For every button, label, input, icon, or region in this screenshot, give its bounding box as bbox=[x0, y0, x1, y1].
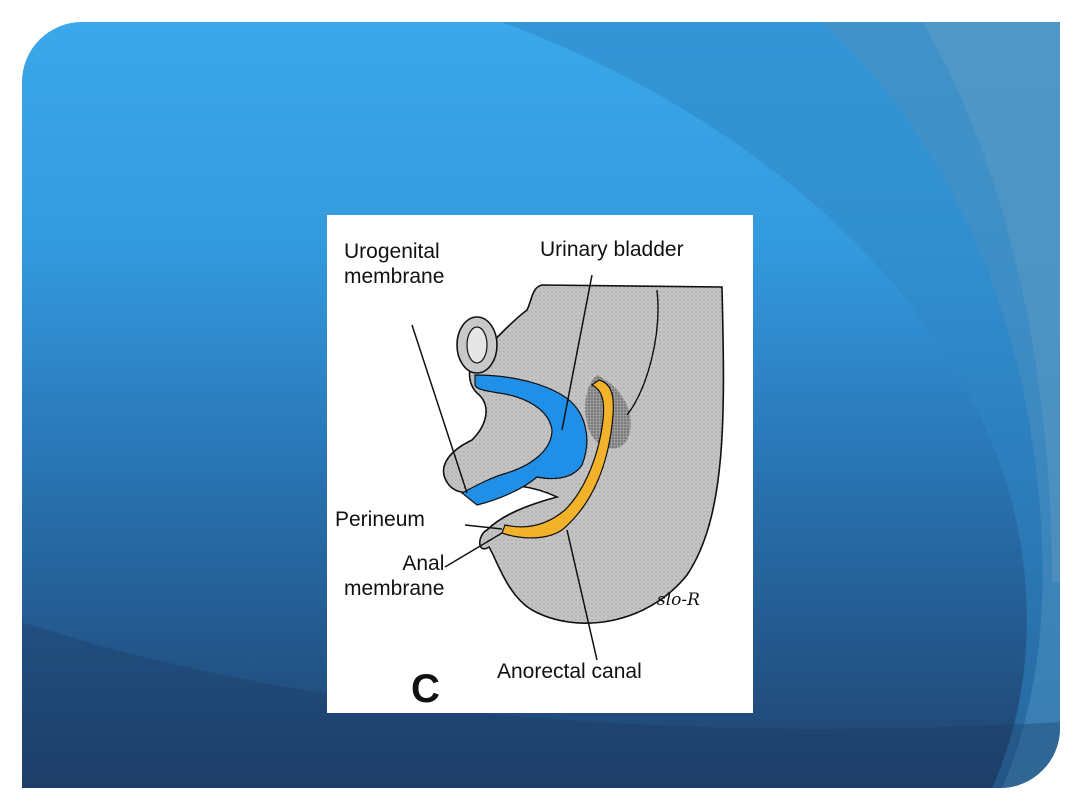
slide: Urogenital membrane Urinary bladder Peri… bbox=[22, 22, 1060, 788]
label-anal-membrane: Anal membrane bbox=[344, 552, 445, 600]
anorectal-canal bbox=[501, 379, 614, 539]
leader-perineum bbox=[464, 524, 503, 530]
embryo-cloaca-figure: Urogenital membrane Urinary bladder Peri… bbox=[327, 215, 753, 713]
leader-anal bbox=[444, 532, 503, 568]
slide-background-waves bbox=[22, 22, 1060, 788]
label-urinary-bladder: Urinary bladder bbox=[540, 238, 684, 261]
leader-bladder bbox=[561, 274, 593, 431]
label-anorectal-canal: Anorectal canal bbox=[497, 660, 642, 683]
artist-signature: slo-R bbox=[657, 590, 700, 610]
urogenital-sinus bbox=[460, 374, 588, 506]
leader-urogenital bbox=[411, 324, 468, 494]
panel-letter: C bbox=[411, 667, 440, 711]
label-urogenital-membrane: Urogenital membrane bbox=[344, 240, 445, 288]
embryo-illustration bbox=[411, 274, 725, 661]
leader-anorectal bbox=[566, 529, 598, 661]
label-perineum: Perineum bbox=[335, 508, 425, 531]
